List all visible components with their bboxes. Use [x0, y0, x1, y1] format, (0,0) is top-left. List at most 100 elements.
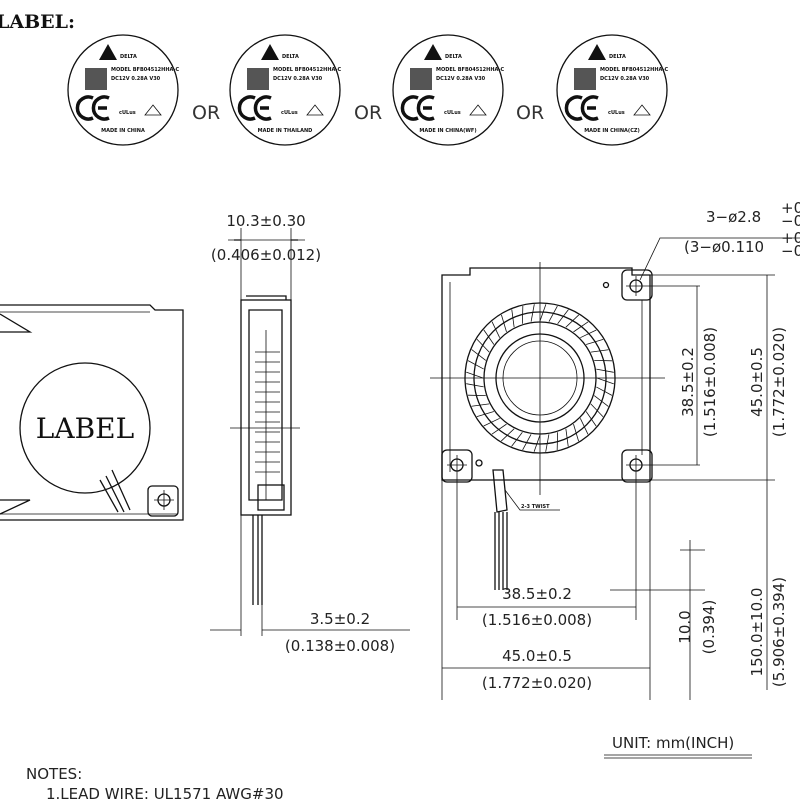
height-mm: 45.0±0.5: [748, 347, 766, 417]
label-origin: MADE IN CHINA(CZ): [584, 128, 640, 134]
label-origin: MADE IN THAILAND: [258, 128, 313, 134]
impeller-blade: [471, 349, 487, 361]
holes-in-tol-minus: −0.: [781, 242, 800, 260]
hole-pitch-v-mm: 38.5±0.2: [679, 347, 697, 417]
mount-hole-icon: [621, 269, 700, 301]
impeller-blade: [557, 309, 569, 325]
impeller-blade: [573, 423, 579, 442]
product-label: DELTA MODEL BFB04512HHA-C DC12V 0.28A V3…: [229, 34, 341, 146]
impeller-blade: [530, 304, 535, 322]
width-mm: 45.0±0.5: [502, 647, 572, 665]
impeller-blade: [596, 368, 614, 373]
ul-mark-icon: cULus: [608, 110, 625, 116]
impeller-blade: [539, 304, 547, 322]
label-model: MODEL BFB04512HHA-C: [600, 67, 668, 73]
impeller-blade: [471, 403, 490, 407]
delta-logo-icon: [588, 44, 606, 60]
ce-mark-icon: [564, 95, 599, 121]
label-rating: DC12V 0.28A V30: [273, 76, 323, 82]
ce-mark-icon: [75, 95, 110, 121]
product-label: DELTA MODEL BFB04512HHA-C DC12V 0.28A V3…: [67, 34, 179, 146]
label-rating: DC12V 0.28A V30: [111, 76, 161, 82]
impeller-blade: [596, 386, 613, 396]
impeller-blade: [476, 411, 495, 417]
label-origin: MADE IN CHINA: [101, 128, 145, 134]
impeller-blade: [466, 383, 484, 388]
label-model: MODEL BFB04512HHA-C: [111, 67, 179, 73]
impeller-blade: [580, 329, 597, 339]
side-view: 10.3±0.30 (0.406±0.012) 3.5±0.2 (0.138±0…: [210, 212, 410, 655]
or-text: OR: [354, 102, 382, 124]
twist-label: 2-3 TWIST: [521, 504, 550, 510]
strip-mm: 10.0: [676, 610, 694, 643]
impeller-blade: [466, 371, 484, 379]
label-brand: DELTA: [120, 54, 137, 60]
qr-code-icon: [574, 68, 596, 90]
impeller-blade: [491, 321, 501, 338]
impeller-blade: [573, 321, 589, 333]
holes-mm-tol-minus: −0.0: [781, 212, 800, 230]
impeller-blade: [476, 338, 490, 353]
ul-mark-icon: cULus: [444, 110, 461, 116]
delta-logo-icon: [99, 44, 117, 60]
unit-label: UNIT: mm(INCH): [612, 734, 734, 752]
or-text: OR: [192, 102, 220, 124]
ul-mark-icon: cULus: [119, 110, 136, 116]
ce-mark-icon: [400, 95, 435, 121]
height-in: (1.772±0.020): [770, 327, 788, 437]
impeller-blade: [522, 434, 532, 451]
mount-hole-icon: [441, 449, 473, 620]
impeller-blade: [501, 314, 507, 333]
impeller-blade: [548, 305, 558, 322]
impeller-blade: [545, 434, 550, 452]
note-item: 1.LEAD WIRE: UL1571 AWG#30: [46, 785, 284, 800]
label-circle: [19, 362, 151, 494]
label-origin: MADE IN CHINA(WF): [419, 128, 476, 134]
back-label-text: LABEL: [36, 412, 134, 445]
holes-mm: 3−ø2.8: [706, 208, 761, 226]
lead-offset-mm: 3.5±0.2: [310, 610, 370, 628]
back-view: LABEL: [0, 304, 184, 521]
mount-hole-icon: [621, 449, 700, 620]
impeller-blade: [533, 434, 541, 452]
width-in: (1.772±0.020): [482, 674, 592, 692]
impeller-blade: [585, 411, 597, 427]
impeller-blade: [590, 403, 604, 418]
lead-offset-in: (0.138±0.008): [285, 637, 395, 655]
label-rating: DC12V 0.28A V30: [436, 76, 486, 82]
qr-code-icon: [410, 68, 432, 90]
qr-code-icon: [85, 68, 107, 90]
impeller-blade: [593, 395, 609, 407]
holes-mm-tol-plus: +0.1: [781, 199, 800, 217]
thickness-in: (0.406±0.012): [211, 246, 321, 264]
certification-icon: [469, 104, 487, 116]
label-brand: DELTA: [282, 54, 299, 60]
qr-code-icon: [247, 68, 269, 90]
certification-icon: [633, 104, 651, 116]
delta-logo-icon: [424, 44, 442, 60]
holes-in: (3−ø0.110: [684, 238, 764, 256]
impeller-blade: [585, 339, 604, 345]
label-rating: DC12V 0.28A V30: [600, 76, 650, 82]
product-label: DELTA MODEL BFB04512HHA-C DC12V 0.28A V3…: [556, 34, 668, 146]
impeller-blade: [596, 377, 614, 385]
impeller-blade: [565, 314, 580, 328]
label-brand: DELTA: [609, 54, 626, 60]
label-brand: DELTA: [445, 54, 462, 60]
impeller-blade: [491, 423, 507, 435]
certification-icon: [306, 104, 324, 116]
hole-pitch-h-in: (1.516±0.008): [482, 611, 592, 629]
ul-mark-icon: cULus: [281, 110, 298, 116]
impeller-blade: [500, 428, 515, 442]
impeller-blade: [579, 418, 589, 435]
certification-icon: [144, 104, 162, 116]
impeller-blade: [511, 309, 515, 328]
or-text: OR: [516, 102, 544, 124]
delta-logo-icon: [261, 44, 279, 60]
impeller-blade: [483, 417, 500, 427]
notes-title: NOTES:: [26, 765, 82, 783]
impeller-blade: [483, 329, 495, 345]
product-label: DELTA MODEL BFB04512HHA-C DC12V 0.28A V3…: [392, 34, 504, 146]
impeller-blade: [565, 428, 569, 447]
